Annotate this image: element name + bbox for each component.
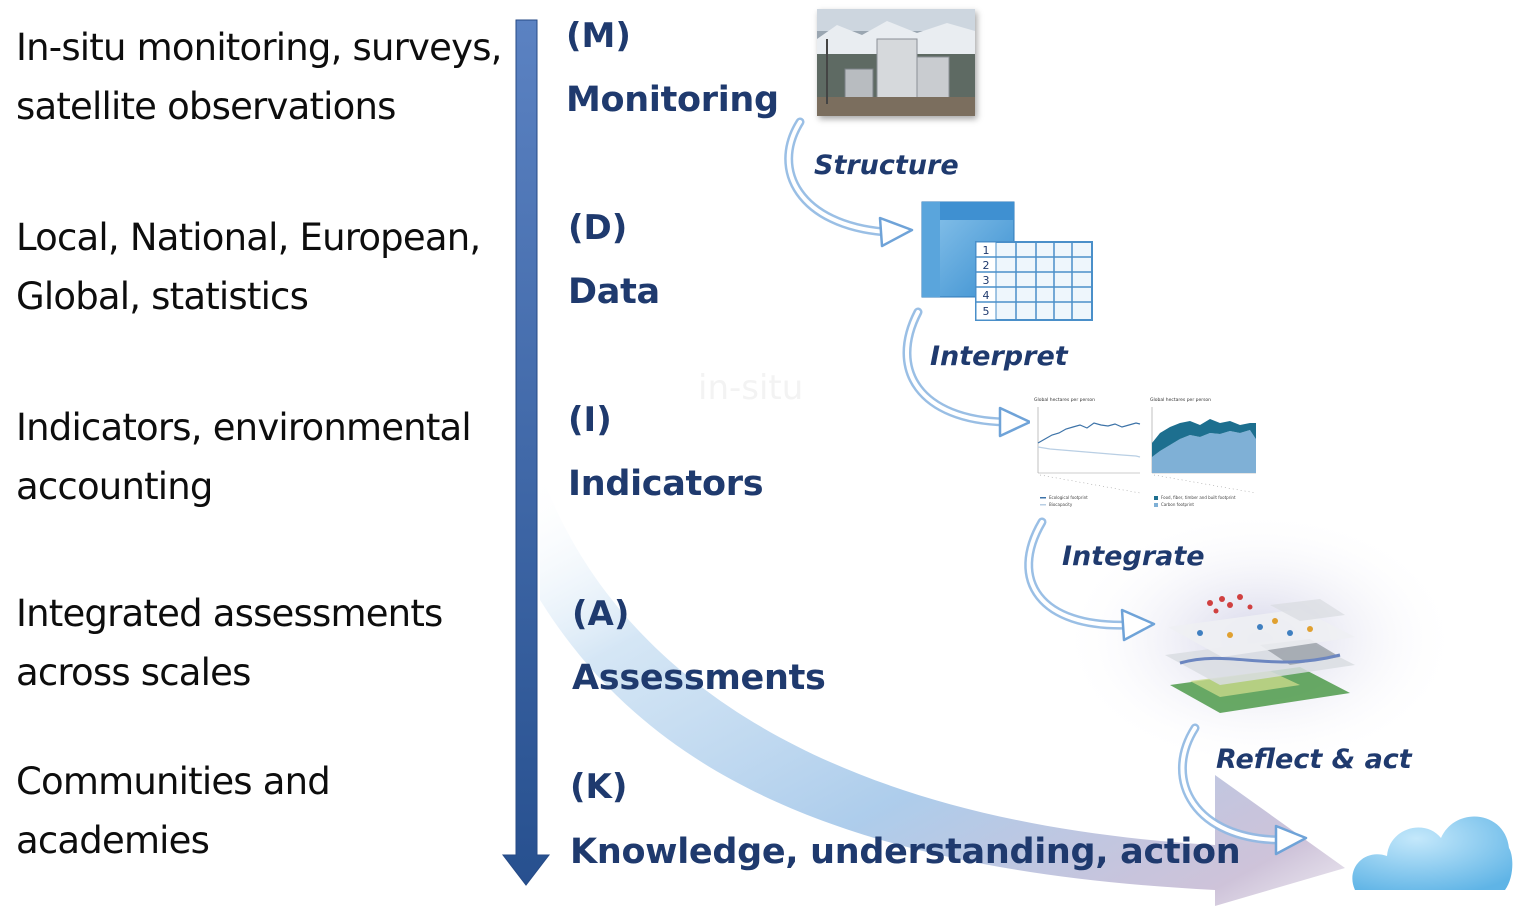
big-flow-arrow: [540, 470, 1345, 906]
table-row-2: 2: [983, 259, 990, 272]
map-layers: [1150, 585, 1365, 715]
stage-code-d: (D): [568, 208, 628, 248]
step-structure: Structure: [814, 150, 959, 181]
cloud-icon: [1345, 798, 1514, 906]
stage-code-m: (M): [566, 16, 631, 56]
mini-chart-2-legend-1: Food, fiber, timber and built footprint: [1161, 495, 1236, 500]
stage-code-a: (A): [572, 594, 630, 634]
step-integrate: Integrate: [1062, 541, 1205, 572]
desc-monitoring: In-situ monitoring, surveys,satellite ob…: [16, 26, 502, 128]
mini-chart-2-legend-2: Carbon footprint: [1161, 502, 1194, 507]
mini-chart-1-legend-2: Biocapacity: [1049, 502, 1073, 507]
step-interpret: Interpret: [930, 341, 1068, 372]
stage-code-i: (I): [568, 400, 612, 440]
table-row-1: 1: [983, 244, 990, 257]
desc-data: Local, National, European,Global, statis…: [16, 216, 481, 318]
stage-label-assessments: Assessments: [572, 658, 826, 698]
indicator-charts: Global hectares per person Global hectar…: [1030, 393, 1262, 513]
monitoring-station-photo: [817, 9, 975, 116]
mini-chart-1-legend-1: Ecological footprint: [1049, 495, 1088, 500]
table-row-5: 5: [983, 305, 990, 318]
stage-code-k: (K): [570, 767, 628, 807]
step-reflect-act: Reflect & act: [1216, 744, 1412, 775]
stage-label-knowledge: Knowledge, understanding, action: [570, 832, 1241, 872]
table-icon: 1 2 3 4 5: [920, 200, 1095, 324]
mini-chart-2-title: Global hectares per person: [1150, 397, 1211, 403]
table-row-4: 4: [983, 289, 990, 302]
stage-label-indicators: Indicators: [568, 464, 764, 504]
stage-label-data: Data: [568, 272, 660, 312]
vertical-scale-arrow: [501, 19, 551, 886]
table-row-3: 3: [983, 274, 990, 287]
stage-label-monitoring: Monitoring: [566, 80, 779, 120]
mini-chart-1-title: Global hectares per person: [1034, 397, 1095, 403]
watermark-text: in-situ: [698, 368, 804, 408]
